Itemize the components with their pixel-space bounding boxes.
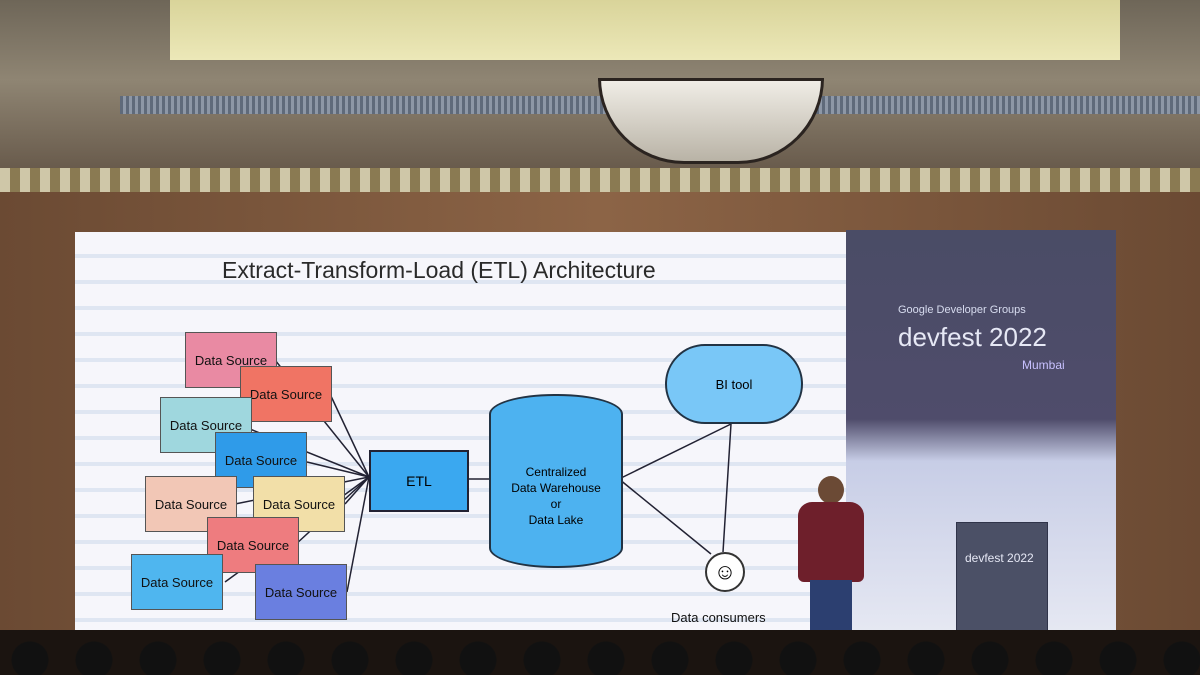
- gdg-label: Google Developer Groups: [898, 304, 1026, 316]
- city-label: Mumbai: [1022, 358, 1065, 372]
- projected-slide: Extract-Transform-Load (ETL) Architectur…: [75, 232, 850, 652]
- ceiling-panel: [170, 0, 1120, 60]
- warehouse-line: or: [550, 497, 562, 511]
- data-warehouse-cylinder: Centralized Data Warehouse or Data Lake: [489, 394, 623, 568]
- data-source-box: Data Source: [255, 564, 347, 620]
- speaker: [786, 476, 876, 666]
- data-source-box: Data Source: [240, 366, 332, 422]
- warehouse-line: Centralized: [525, 465, 587, 479]
- warehouse-line: Data Warehouse: [511, 481, 601, 495]
- podium-devfest-text: devfest 2022: [965, 551, 1034, 565]
- slide-title: Extract-Transform-Load (ETL) Architectur…: [222, 257, 656, 283]
- bi-tool-cloud: BI tool: [665, 344, 803, 424]
- data-source-box: Data Source: [253, 476, 345, 532]
- decorative-trim: [0, 168, 1200, 192]
- ceiling: [0, 0, 1200, 200]
- audience-heads: [0, 630, 1200, 675]
- devfest-logo-text: devfest 2022: [898, 322, 1047, 352]
- data-source-box: Data Source: [131, 554, 223, 610]
- warehouse-line: Data Lake: [528, 513, 584, 527]
- speaker-head: [818, 476, 844, 504]
- data-consumers-label: Data consumers: [671, 610, 766, 625]
- smiley-face-icon: ☺: [705, 552, 745, 592]
- speaker-hoodie: [798, 502, 864, 582]
- etl-box: ETL: [369, 450, 469, 512]
